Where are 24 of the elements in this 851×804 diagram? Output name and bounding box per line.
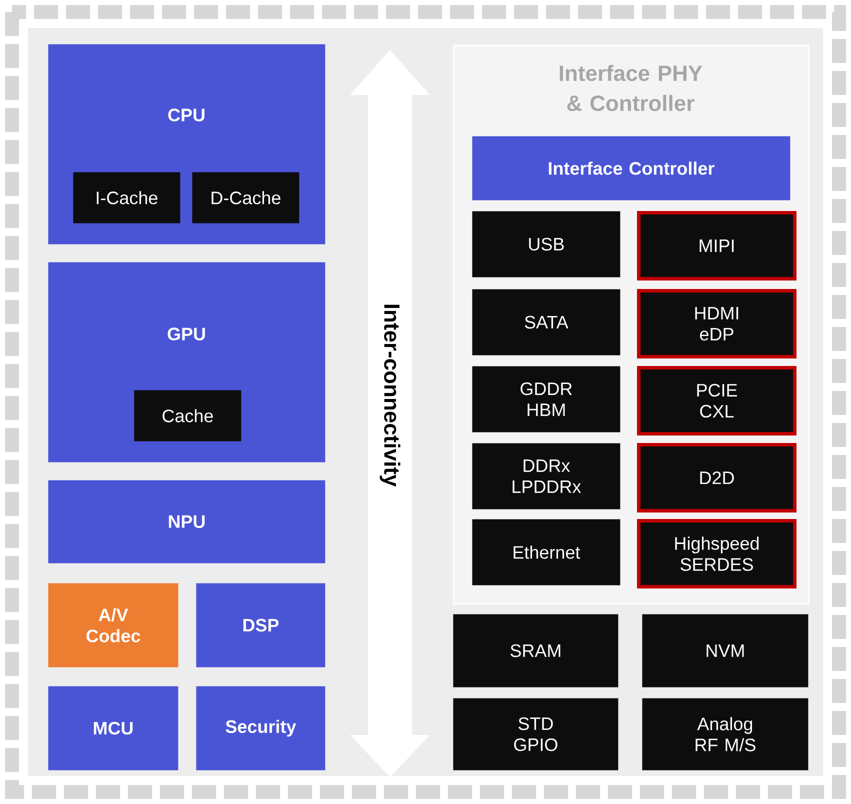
- ip-box: USB: [472, 211, 620, 278]
- processor-block: DSP: [196, 583, 326, 668]
- ip-box: DDRx LPDDRx: [472, 443, 620, 510]
- arrow-label: Inter-connectivity: [380, 304, 400, 487]
- ip-box: SRAM: [453, 614, 618, 688]
- ip-box: SATA: [472, 289, 620, 356]
- ip-box: D2D: [637, 443, 796, 512]
- cache-box: D-Cache: [192, 172, 300, 224]
- processor-block: Security: [196, 686, 326, 770]
- ip-box: STD GPIO: [453, 698, 618, 770]
- controller-box: Interface Controller: [472, 136, 790, 200]
- ip-box: HDMI eDP: [637, 289, 796, 358]
- ip-box: PCIE CXL: [637, 366, 796, 436]
- ip-box: MIPI: [637, 211, 796, 280]
- cache-box: Cache: [134, 390, 242, 442]
- ip-box: NVM: [642, 614, 808, 688]
- ip-box: Ethernet: [472, 519, 620, 586]
- processor-block: MCU: [48, 686, 178, 770]
- ip-box: GDDR HBM: [472, 366, 620, 432]
- ip-box: Analog RF M/S: [642, 698, 808, 770]
- processor-block: NPU: [48, 480, 326, 564]
- ip-box: Highspeed SERDES: [637, 519, 796, 588]
- processor-block: A/V Codec: [48, 583, 178, 668]
- cache-box: I-Cache: [73, 172, 180, 224]
